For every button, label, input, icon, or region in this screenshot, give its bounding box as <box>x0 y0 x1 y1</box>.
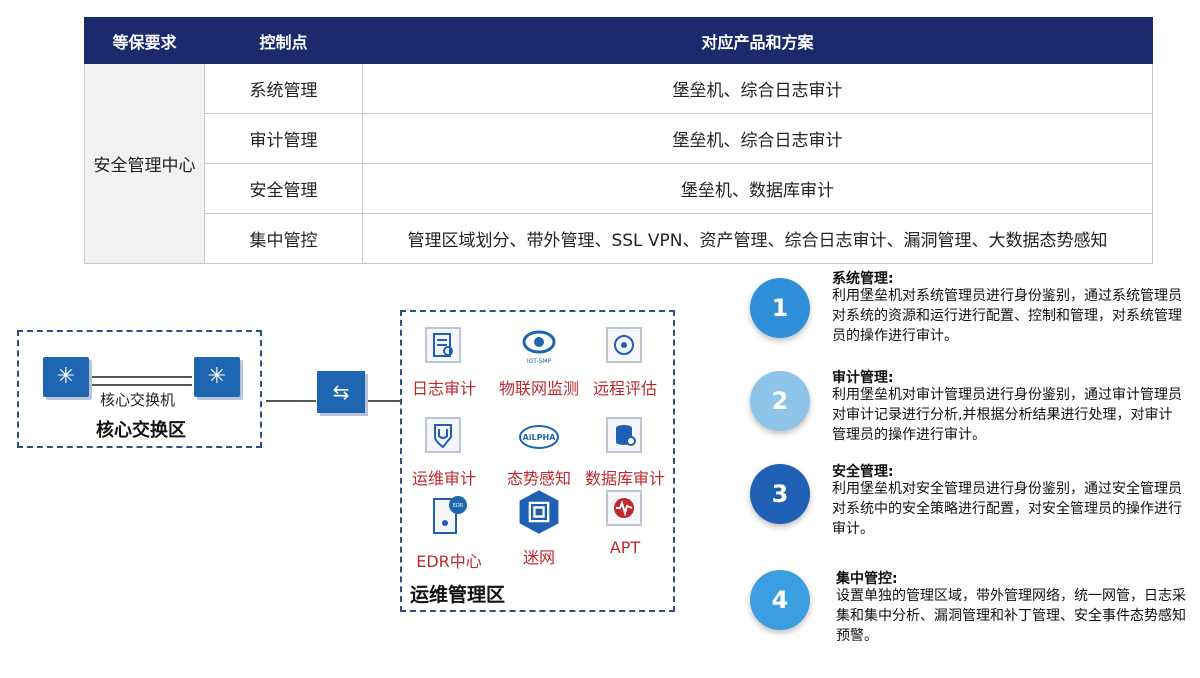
database-audit-icon <box>606 417 642 453</box>
core-zone-title: 核心交换区 <box>96 420 186 441</box>
product-label: 数据库审计 <box>584 469 665 488</box>
ailpha-icon-text: AiLPHA <box>523 433 557 442</box>
core-switch-label: 核心交换机 <box>100 391 176 409</box>
product-db-audit: 数据库审计 <box>580 415 670 489</box>
log-audit-icon <box>425 327 461 363</box>
switch-icon: ⇆ <box>317 371 365 413</box>
edr-icon: EDR <box>433 496 467 534</box>
apt-icon <box>606 490 642 526</box>
item-centralized-control: 4 集中管控: 设置单独的管理区域，带外管理网络，统一网管，日志采集和集中分析、… <box>750 568 1190 658</box>
requirements-table: 等保要求 控制点 对应产品和方案 安全管理中心 系统管理 堡垒机、综合日志审计 … <box>84 17 1153 264</box>
ops-zone-title: 运维管理区 <box>410 584 506 606</box>
switch-link <box>92 384 192 386</box>
product-label: 态势感知 <box>506 469 571 488</box>
item-title: 安全管理: <box>832 464 894 480</box>
product-situational-awareness: AiLPHA 态势感知 <box>494 415 584 489</box>
product-label: 日志审计 <box>411 379 476 398</box>
edr-icon-text: EDR <box>453 503 464 509</box>
solution-cell: 堡垒机、综合日志审计 <box>362 113 1153 164</box>
control-cell: 集中管控 <box>204 213 363 264</box>
product-ops-audit: 运维审计 <box>399 415 489 489</box>
control-cell: 审计管理 <box>204 113 363 164</box>
iot-icon-text: IOT-SMP <box>527 358 552 365</box>
item-system-management: 1 系统管理: 利用堡垒机对系统管理员进行身份鉴别，通过系统管理员对系统的资源和… <box>750 268 1190 358</box>
solution-cell: 管理区域划分、带外管理、SSL VPN、资产管理、综合日志审计、漏洞管理、大数据… <box>362 213 1153 264</box>
item-description: 设置单独的管理区域，带外管理网络，统一网管，日志采集和集中分析、漏洞管理和补丁管… <box>836 588 1186 644</box>
item-title: 审计管理: <box>832 370 894 386</box>
solution-cell: 堡垒机、综合日志审计 <box>362 63 1153 114</box>
item-title: 集中管控: <box>836 571 898 587</box>
item-security-management: 3 安全管理: 利用堡垒机对安全管理员进行身份鉴别，通过安全管理员对系统中的安全… <box>750 461 1190 551</box>
table-header-row: 等保要求 控制点 对应产品和方案 <box>84 17 1153 64</box>
product-remote-eval: 远程评估 <box>580 325 670 399</box>
table-row: 安全管理中心 系统管理 堡垒机、综合日志审计 <box>84 63 1153 264</box>
product-edr-center: EDR EDR中心 <box>404 488 494 572</box>
number-badge: 3 <box>750 464 810 524</box>
control-cell: 安全管理 <box>204 163 363 214</box>
product-label: 远程评估 <box>592 379 657 398</box>
core-switch-icon: ✳ <box>43 357 89 397</box>
table-row: 集中管控 管理区域划分、带外管理、SSL VPN、资产管理、综合日志审计、漏洞管… <box>85 213 1153 264</box>
header-requirement: 等保要求 <box>84 17 205 64</box>
table-row: 审计管理 堡垒机、综合日志审计 <box>85 113 1153 164</box>
product-apt: APT <box>580 488 670 557</box>
switch-link <box>92 376 192 378</box>
product-log-audit: 日志审计 <box>399 325 489 399</box>
number-badge: 1 <box>750 278 810 338</box>
solution-cell: 堡垒机、数据库审计 <box>362 163 1153 214</box>
remote-eval-icon <box>606 327 642 363</box>
product-maze-net: 迷网 <box>494 488 584 568</box>
ops-audit-icon <box>425 417 461 453</box>
item-audit-management: 2 审计管理: 利用堡垒机对审计管理员进行身份鉴别，通过审计管理员对审计记录进行… <box>750 367 1190 457</box>
product-label: 迷网 <box>522 548 555 567</box>
product-label: APT <box>609 538 641 557</box>
ailpha-icon: AiLPHA <box>519 425 559 449</box>
product-label: 运维审计 <box>411 469 476 488</box>
product-iot-monitor: IOT-SMP 物联网监测 <box>494 325 584 399</box>
control-cell: 系统管理 <box>204 63 363 114</box>
item-title: 系统管理: <box>832 271 894 287</box>
number-badge: 4 <box>750 570 810 630</box>
number-badge: 2 <box>750 371 810 431</box>
item-description: 利用堡垒机对安全管理员进行身份鉴别，通过安全管理员对系统中的安全策略进行配置，对… <box>832 481 1182 537</box>
header-solution: 对应产品和方案 <box>362 17 1153 64</box>
item-description: 利用堡垒机对审计管理员进行身份鉴别，通过审计管理员对审计记录进行分析,并根据分析… <box>832 387 1182 443</box>
iot-monitor-icon: IOT-SMP <box>522 330 556 365</box>
core-switch-icon: ✳ <box>194 357 240 397</box>
maze-net-icon <box>519 490 559 534</box>
product-label: EDR中心 <box>416 552 482 571</box>
product-label: 物联网监测 <box>498 379 579 398</box>
ops-management-zone <box>400 310 675 612</box>
item-description: 利用堡垒机对系统管理员进行身份鉴别，通过系统管理员对系统的资源和运行进行配置、控… <box>832 288 1182 344</box>
uplink-line <box>266 400 316 402</box>
core-switch-zone <box>17 330 262 448</box>
uplink-line <box>368 400 400 402</box>
table-row: 安全管理 堡垒机、数据库审计 <box>85 163 1153 214</box>
header-control-point: 控制点 <box>204 17 363 64</box>
group-cell: 安全管理中心 <box>84 63 205 264</box>
